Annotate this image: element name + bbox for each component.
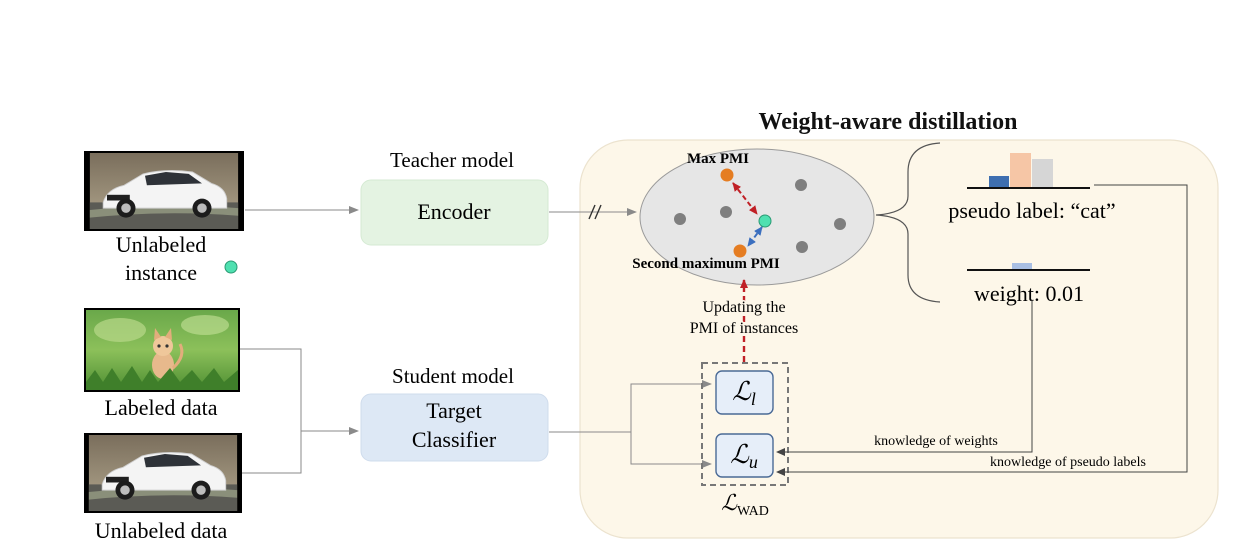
teal-point-icon bbox=[224, 260, 238, 274]
red-distance-arrow bbox=[732, 182, 758, 215]
labeled-loss-symbol: ℒl bbox=[732, 377, 756, 409]
unlabeled-data-image bbox=[84, 433, 242, 513]
unlabeled-instance-label-line1: Unlabeled bbox=[116, 232, 206, 257]
panel-title: Weight-aware distillation bbox=[759, 109, 1018, 135]
labeled-data-image bbox=[84, 308, 240, 392]
unlabeled-loss-symbol: ℒu bbox=[730, 440, 758, 472]
instance-point bbox=[758, 214, 772, 228]
pseudo-label-histogram bbox=[967, 153, 1090, 189]
knowledge-of-weights-label: knowledge of weights bbox=[874, 434, 998, 449]
target-classifier-block bbox=[360, 393, 549, 462]
embedding-space-ellipse bbox=[639, 148, 875, 286]
blue-distance-arrow bbox=[747, 226, 763, 247]
stop-gradient-marks bbox=[588, 204, 602, 220]
output-brace bbox=[875, 142, 941, 303]
unlabeled-loss-box bbox=[715, 433, 774, 478]
teacher-model-heading: Teacher model bbox=[390, 148, 514, 172]
pseudo-label-text: pseudo label: “cat” bbox=[948, 198, 1115, 223]
knowledge-of-pseudo-labels-line bbox=[776, 184, 1188, 476]
knowledge-of-pseudo-labels-label: knowledge of pseudo labels bbox=[990, 455, 1146, 470]
weight-text: weight: 0.01 bbox=[974, 281, 1084, 306]
target-classifier-label-line1: Target bbox=[426, 398, 481, 423]
input-merge-bracket bbox=[240, 348, 359, 474]
max-pmi-point bbox=[720, 168, 734, 182]
encoder-block bbox=[360, 179, 549, 246]
max-pmi-label: Max PMI bbox=[687, 151, 749, 167]
unlabeled-instance-label-line2: instance bbox=[125, 260, 197, 285]
wad-loss-group bbox=[701, 362, 789, 486]
labeled-loss-box bbox=[715, 370, 774, 415]
encoder-label: Encoder bbox=[417, 199, 491, 224]
target-classifier-label-line2: Classifier bbox=[412, 427, 497, 452]
update-pmi-line2: PMI of instances bbox=[690, 320, 798, 337]
unlabeled-instance-image bbox=[84, 151, 244, 231]
unlabeled-data-label: Unlabeled data bbox=[95, 518, 228, 543]
second-max-pmi-label: Second maximum PMI bbox=[632, 256, 780, 272]
wad-loss-symbol: ℒWAD bbox=[721, 490, 769, 519]
student-model-heading: Student model bbox=[392, 364, 514, 388]
weight-bar bbox=[967, 263, 1090, 271]
update-pmi-line1: Updating the bbox=[702, 299, 785, 316]
labeled-data-label: Labeled data bbox=[105, 395, 218, 420]
gray-points bbox=[674, 179, 846, 253]
classifier-to-loss-lines bbox=[549, 380, 712, 468]
knowledge-of-weights-line bbox=[776, 300, 1033, 456]
second-max-pmi-point bbox=[733, 244, 747, 258]
